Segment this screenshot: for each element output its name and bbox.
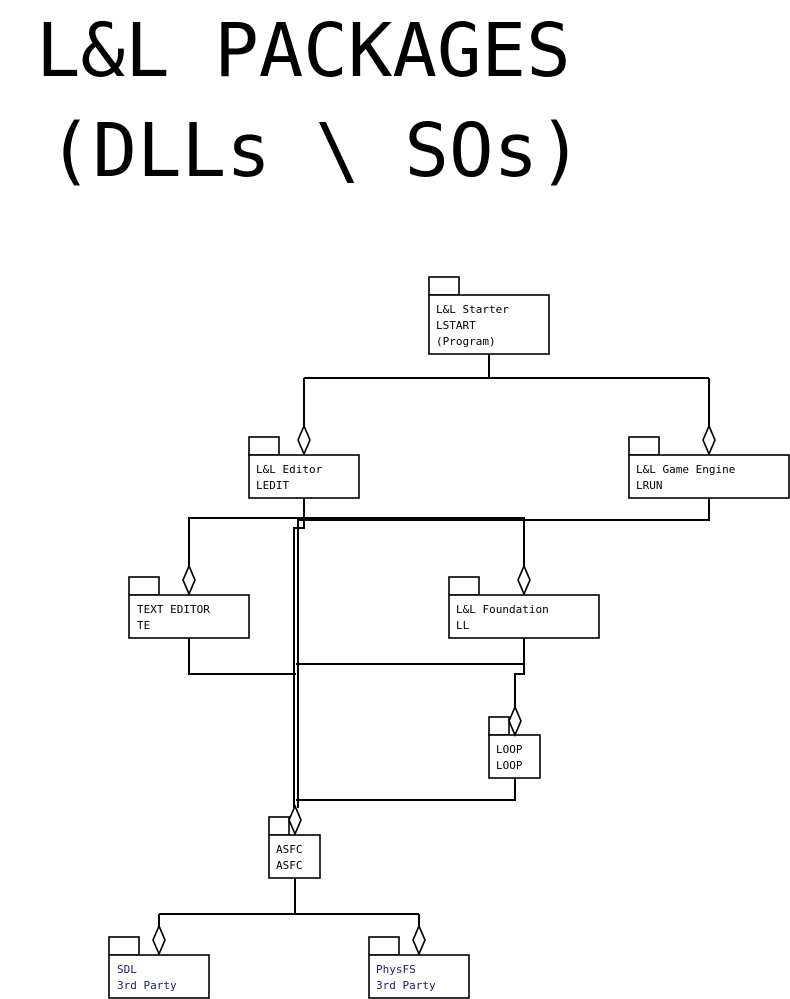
package-code: 3rd Party bbox=[117, 979, 177, 992]
package-name: SDL bbox=[117, 963, 137, 976]
package-editor: L&L Editor LEDIT bbox=[248, 436, 360, 499]
package-tab bbox=[368, 936, 400, 956]
edge-loop-asfc bbox=[296, 778, 516, 801]
diamond-icon bbox=[182, 563, 196, 597]
diamond-icon bbox=[297, 423, 311, 457]
package-texteditor: TEXT EDITOR TE bbox=[128, 576, 250, 639]
package-code: 3rd Party bbox=[376, 979, 436, 992]
package-name: L&L Foundation bbox=[456, 603, 549, 616]
package-asfc: ASFC ASFC bbox=[268, 816, 321, 879]
aggregation-diamonds bbox=[152, 423, 716, 957]
package-code: LRUN bbox=[636, 479, 663, 492]
diamond-icon bbox=[288, 803, 302, 837]
package-code: ASFC bbox=[276, 859, 303, 872]
package-name: PhysFS bbox=[376, 963, 416, 976]
package-body bbox=[108, 954, 210, 999]
diamond-icon bbox=[517, 563, 531, 597]
package-code: TE bbox=[137, 619, 150, 632]
package-name: TEXT EDITOR bbox=[137, 603, 210, 616]
package-name: ASFC bbox=[276, 843, 303, 856]
package-tab bbox=[448, 576, 480, 596]
edge-editor-texteditor bbox=[188, 498, 305, 568]
package-kind: (Program) bbox=[436, 335, 496, 348]
package-tab bbox=[248, 436, 280, 456]
package-body bbox=[428, 294, 550, 355]
edge-engine-foundation bbox=[524, 498, 710, 521]
package-tab bbox=[108, 936, 140, 956]
package-foundation: L&L Foundation LL bbox=[448, 576, 600, 639]
package-body bbox=[488, 734, 541, 779]
connectors bbox=[158, 354, 710, 928]
package-name: LOOP bbox=[496, 743, 523, 756]
package-tab bbox=[268, 816, 290, 836]
package-name: L&L Editor bbox=[256, 463, 323, 476]
package-tab bbox=[488, 716, 510, 736]
package-code: LEDIT bbox=[256, 479, 289, 492]
package-code: LL bbox=[456, 619, 470, 632]
package-body bbox=[448, 594, 600, 639]
package-code: LSTART bbox=[436, 319, 476, 332]
diamond-icon bbox=[152, 923, 166, 957]
diagram-title-line2: (DLLs \ SOs) bbox=[48, 108, 583, 194]
package-name: L&L Starter bbox=[436, 303, 509, 316]
diamond-icon bbox=[508, 704, 522, 738]
edge-editor-foundation bbox=[304, 517, 525, 568]
package-sdl: SDL 3rd Party bbox=[108, 936, 210, 999]
package-code: LOOP bbox=[496, 759, 523, 772]
edge-starter-split bbox=[304, 354, 709, 379]
edge-asfc-split bbox=[159, 878, 419, 915]
diagram-title-line1: L&L PACKAGES bbox=[36, 8, 571, 94]
package-body bbox=[128, 594, 250, 639]
package-loop: LOOP LOOP bbox=[488, 716, 541, 779]
diamond-icon bbox=[702, 423, 716, 457]
package-engine: L&L Game Engine LRUN bbox=[628, 436, 790, 499]
package-name: L&L Game Engine bbox=[636, 463, 735, 476]
package-tab bbox=[428, 276, 460, 296]
package-tab bbox=[128, 576, 160, 596]
edge-foundation-loop bbox=[514, 664, 525, 708]
package-starter: L&L Starter LSTART (Program) bbox=[428, 276, 550, 355]
edge-foundation-asfc bbox=[296, 638, 525, 665]
package-body bbox=[268, 834, 321, 879]
package-body bbox=[628, 454, 790, 499]
edge-engine-asfc bbox=[297, 519, 524, 808]
package-tab bbox=[628, 436, 660, 456]
package-body bbox=[248, 454, 360, 499]
edge-texteditor-asfc bbox=[188, 638, 296, 675]
diamond-icon bbox=[412, 923, 426, 957]
